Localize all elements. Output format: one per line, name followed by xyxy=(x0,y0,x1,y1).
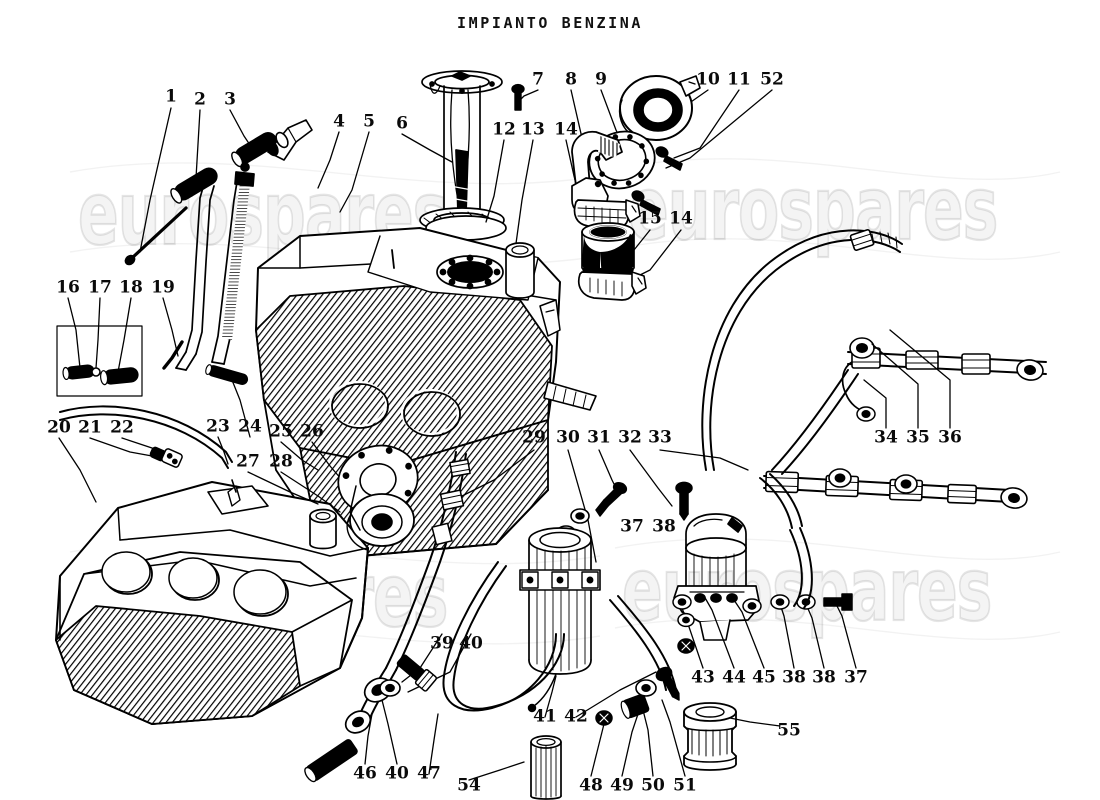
callout-number-15: 15 xyxy=(638,208,662,229)
callout-number-5: 5 xyxy=(363,111,375,132)
callout-number-7: 7 xyxy=(532,69,544,90)
callout-number-9: 9 xyxy=(595,69,607,90)
callout-number-39: 39 xyxy=(430,633,454,654)
callout-number-29: 29 xyxy=(522,427,546,448)
callout-number-38: 38 xyxy=(782,667,806,688)
callout-number-11: 11 xyxy=(727,69,751,90)
callout-number-45: 45 xyxy=(752,667,776,688)
callout-number-1: 1 xyxy=(165,86,177,107)
callout-number-54: 54 xyxy=(457,775,481,796)
callout-number-31: 31 xyxy=(587,427,611,448)
callout-number-21: 21 xyxy=(78,417,102,438)
callout-number-22: 22 xyxy=(110,417,134,438)
callout-number-41: 41 xyxy=(533,706,557,727)
callout-number-19: 19 xyxy=(151,277,175,298)
callout-number-37: 37 xyxy=(844,667,868,688)
callout-number-46: 46 xyxy=(353,763,377,784)
callout-number-14: 14 xyxy=(669,208,693,229)
watermark-text: eurospares xyxy=(627,158,999,262)
callout-number-49: 49 xyxy=(610,775,634,796)
callout-number-4: 4 xyxy=(333,111,345,132)
callout-number-48: 48 xyxy=(579,775,603,796)
callout-number-47: 47 xyxy=(417,763,441,784)
callout-number-3: 3 xyxy=(224,89,236,110)
callout-number-50: 50 xyxy=(641,775,665,796)
sheet-title: IMPIANTO BENZINA xyxy=(456,14,644,32)
callout-number-51: 51 xyxy=(673,775,697,796)
callout-number-23: 23 xyxy=(206,416,230,437)
callout-number-44: 44 xyxy=(722,667,746,688)
callout-number-28: 28 xyxy=(269,451,293,472)
callout-number-38: 38 xyxy=(812,667,836,688)
callout-number-25: 25 xyxy=(269,421,293,442)
callout-number-13: 13 xyxy=(521,119,545,140)
callout-number-27: 27 xyxy=(236,451,260,472)
callout-number-32: 32 xyxy=(618,427,642,448)
callout-number-10: 10 xyxy=(696,69,720,90)
callout-number-55: 55 xyxy=(777,720,801,741)
callout-number-36: 36 xyxy=(938,427,962,448)
callout-number-42: 42 xyxy=(564,706,588,727)
callout-number-43: 43 xyxy=(691,667,715,688)
callout-number-18: 18 xyxy=(119,277,143,298)
callout-number-52: 52 xyxy=(760,69,784,90)
callout-number-8: 8 xyxy=(565,69,577,90)
callout-number-40: 40 xyxy=(459,633,483,654)
callout-number-35: 35 xyxy=(906,427,930,448)
callout-number-40: 40 xyxy=(385,763,409,784)
callout-number-12: 12 xyxy=(492,119,516,140)
callout-number-16: 16 xyxy=(56,277,80,298)
callout-number-26: 26 xyxy=(300,421,324,442)
callout-number-37: 37 xyxy=(620,516,644,537)
callout-number-2: 2 xyxy=(194,89,206,110)
callout-number-14: 14 xyxy=(554,119,578,140)
callout-number-34: 34 xyxy=(874,427,898,448)
callout-number-30: 30 xyxy=(556,427,580,448)
callout-number-24: 24 xyxy=(238,416,262,437)
callout-number-17: 17 xyxy=(88,277,112,298)
callout-number-38: 38 xyxy=(652,516,676,537)
callout-number-6: 6 xyxy=(396,113,408,134)
callout-number-20: 20 xyxy=(47,417,71,438)
callout-number-33: 33 xyxy=(648,427,672,448)
